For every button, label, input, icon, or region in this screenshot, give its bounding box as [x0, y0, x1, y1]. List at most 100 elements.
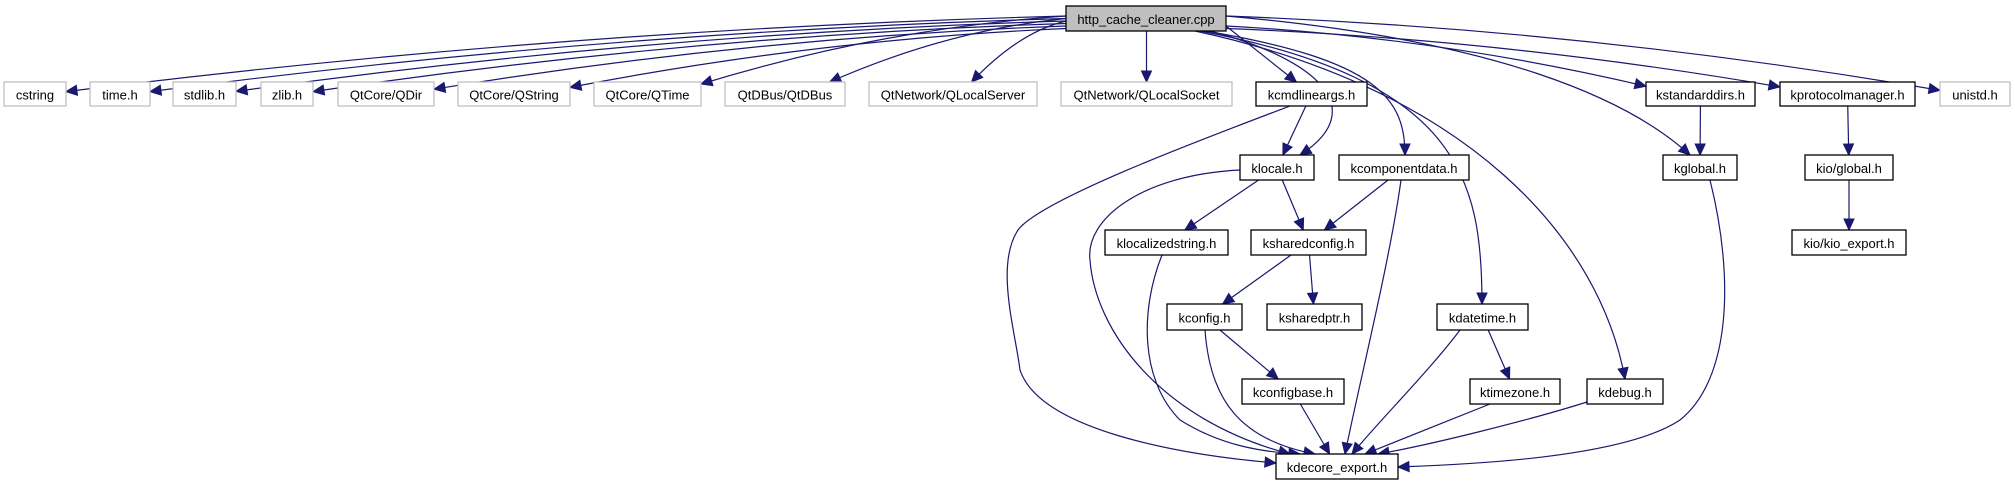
node-label: kcmdlineargs.h [1268, 88, 1355, 103]
node-box [1275, 453, 1399, 480]
node-kcmdlineargs[interactable]: kcmdlineargs.h [1255, 81, 1368, 107]
edge-line [1225, 15, 1941, 91]
node-klocale[interactable]: klocale.h [1239, 154, 1315, 181]
edge-line [1219, 329, 1279, 380]
node-box [3, 81, 67, 107]
edge-line [1344, 179, 1402, 455]
node-label: kglobal.h [1674, 161, 1726, 176]
arrowhead [1617, 366, 1629, 381]
node-label: kio/global.h [1816, 161, 1882, 176]
arrowhead [1927, 82, 1942, 95]
node-klocalizedstring[interactable]: klocalizedstring.h [1104, 229, 1229, 256]
edge-line [1089, 169, 1291, 455]
node-label: QtNetwork/QLocalSocket [1074, 88, 1220, 103]
edge-kcmdlineargs-to-kdecoreexport [1006, 105, 1291, 468]
node-box [1266, 303, 1363, 331]
arrowhead [1677, 142, 1691, 156]
edge-kcomponentdata-to-ksharedconfig [1323, 179, 1389, 231]
node-label: klocalizedstring.h [1117, 236, 1217, 251]
node-qdir: QtCore/QDir [337, 81, 435, 107]
edge-kglobal-to-kdecoreexport [1396, 179, 1726, 473]
node-label: unistd.h [1952, 88, 1998, 103]
edge-kprotocolmanager-to-kioglobal [1842, 105, 1855, 157]
node-label: QtCore/QString [469, 88, 559, 103]
edge-line [1194, 30, 1626, 380]
node-label: kio/kio_export.h [1803, 236, 1894, 251]
node-kdatetime[interactable]: kdatetime.h [1436, 303, 1529, 331]
edge-kcomponentdata-to-kdecoreexport [1341, 179, 1402, 456]
edge-kdebug-to-kdecoreexport [1376, 401, 1588, 458]
node-qstring: QtCore/QString [457, 81, 571, 107]
arrowhead [1318, 441, 1331, 456]
node-box [1060, 81, 1233, 107]
edge-line [1146, 254, 1301, 455]
edge-line [1199, 30, 1483, 305]
node-box [1065, 5, 1227, 32]
edge-root-to-zlib [311, 22, 1067, 96]
arrowhead [148, 84, 163, 96]
edge-line [1006, 105, 1291, 464]
edge-line [1377, 401, 1588, 455]
node-box [724, 81, 846, 107]
node-label: QtDBus/QtDBus [738, 88, 833, 103]
node-label: kprotocolmanager.h [1790, 88, 1904, 103]
arrowhead [1221, 292, 1236, 305]
node-box [1255, 81, 1368, 107]
edge-line [1204, 30, 1406, 156]
node-box [593, 81, 702, 107]
node-kcomponentdata[interactable]: kcomponentdata.h [1338, 154, 1470, 181]
edge-root-to-qlocalsocket [1140, 31, 1153, 84]
node-zlib: zlib.h [260, 81, 314, 107]
node-box [1939, 81, 2011, 107]
arrowhead [1399, 143, 1411, 157]
arrowhead [1265, 367, 1280, 380]
arrowhead [1499, 366, 1511, 381]
node-kstandarddirs[interactable]: kstandarddirs.h [1645, 81, 1756, 107]
node-box [337, 81, 435, 107]
edge-line [569, 27, 1067, 88]
edge-root-to-kprotocolmanager [1225, 27, 1782, 91]
node-ksharedconfig[interactable]: ksharedconfig.h [1250, 229, 1367, 256]
edge-ktimezone-to-kdecoreexport [1363, 403, 1491, 456]
edges-layer [64, 15, 1942, 473]
node-label: kstandarddirs.h [1656, 88, 1745, 103]
node-kprotocolmanager[interactable]: kprotocolmanager.h [1779, 81, 1916, 107]
edge-line [312, 22, 1067, 93]
node-label: QtNetwork/QLocalServer [881, 88, 1026, 103]
node-kioexport[interactable]: kio/kio_export.h [1791, 229, 1907, 256]
node-box [457, 81, 571, 107]
node-ksharedptr[interactable]: ksharedptr.h [1266, 303, 1363, 331]
node-box [1791, 229, 1907, 256]
edge-line [1225, 27, 1781, 88]
node-box [1104, 229, 1229, 256]
node-label: kdebug.h [1598, 385, 1652, 400]
arrowhead [699, 75, 714, 87]
node-box [1338, 154, 1470, 181]
node-box [260, 81, 314, 107]
arrowhead [1323, 218, 1338, 231]
node-box [868, 81, 1038, 107]
edge-kconfigbase-to-kdecoreexport [1299, 403, 1331, 456]
node-ktimezone[interactable]: ktimezone.h [1469, 378, 1561, 405]
edge-klocale-to-ksharedconfig [1281, 179, 1305, 232]
arrowhead [64, 84, 79, 96]
node-box [1241, 378, 1345, 405]
arrowhead [1293, 217, 1305, 232]
node-kconfig[interactable]: kconfig.h [1166, 303, 1243, 331]
arrowhead [234, 84, 249, 96]
node-root[interactable]: http_cache_cleaner.cpp [1065, 5, 1227, 32]
arrowhead [1363, 444, 1378, 456]
edge-line [433, 25, 1067, 90]
node-kioglobal[interactable]: kio/global.h [1804, 154, 1894, 181]
node-box [1645, 81, 1756, 107]
arrowhead [1183, 218, 1198, 231]
node-kdecoreexport[interactable]: kdecore_export.h [1275, 453, 1399, 480]
edge-root-to-time [148, 17, 1067, 96]
node-time: time.h [89, 81, 151, 107]
node-kdebug[interactable]: kdebug.h [1586, 378, 1664, 405]
arrowhead [1396, 460, 1410, 473]
node-box [1662, 154, 1738, 181]
node-kglobal[interactable]: kglobal.h [1662, 154, 1738, 181]
node-kconfigbase[interactable]: kconfigbase.h [1241, 378, 1345, 405]
